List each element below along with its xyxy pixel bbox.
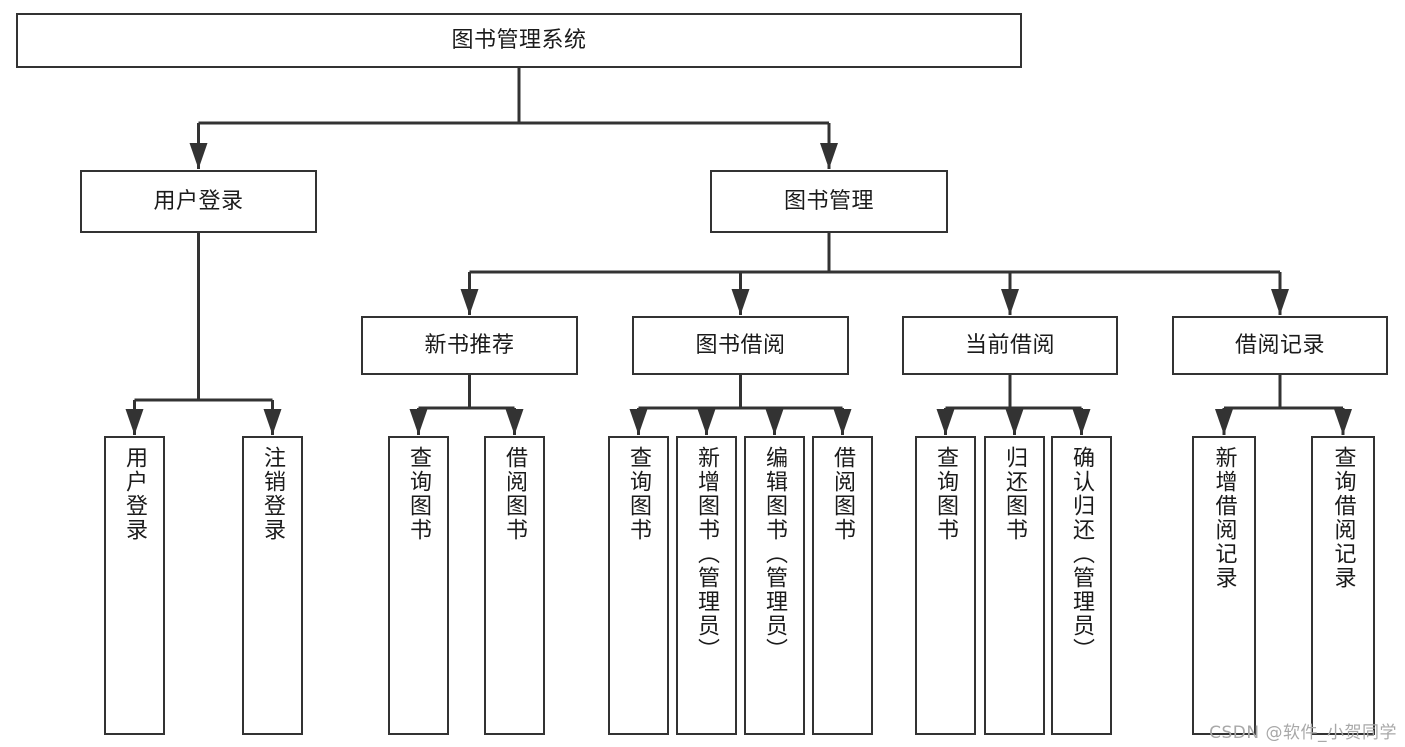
node-label-book-manage: 图书管理: [783, 188, 874, 214]
arrowhead-leaf-query-book-2: [629, 409, 648, 435]
node-leaf-query-book-2[interactable]: 查询图书: [608, 436, 669, 735]
node-label-current-borrow: 当前借阅: [964, 332, 1055, 358]
node-leaf-query-book-3[interactable]: 查询图书: [915, 436, 976, 735]
node-label-leaf-confirm-return: 确认归还（管理员）: [1069, 446, 1095, 662]
node-label-leaf-query-book-2: 查询图书: [626, 446, 652, 542]
arrowhead-user-login: [189, 143, 208, 169]
node-label-leaf-borrow-book-2: 借阅图书: [830, 446, 856, 542]
arrowhead-leaf-add-book: [697, 409, 716, 435]
node-label-book-borrow: 图书借阅: [695, 332, 786, 358]
arrowhead-leaf-edit-book: [765, 409, 784, 435]
arrowhead-book-manage: [820, 143, 838, 169]
node-leaf-logout[interactable]: 注销登录: [242, 436, 303, 735]
connector-group: [125, 68, 1352, 435]
node-borrow-record[interactable]: 借阅记录: [1172, 316, 1388, 375]
node-label-leaf-return-book: 归还图书: [1002, 446, 1028, 542]
node-root[interactable]: 图书管理系统: [16, 13, 1022, 68]
arrowhead-current-borrow: [1001, 289, 1019, 315]
node-user-login[interactable]: 用户登录: [80, 170, 317, 233]
arrowhead-leaf-confirm-return: [1072, 409, 1091, 435]
node-new-book-rec[interactable]: 新书推荐: [361, 316, 578, 375]
node-label-leaf-user-login: 用户登录: [122, 446, 148, 542]
node-label-leaf-query-book-1: 查询图书: [406, 446, 432, 542]
node-label-leaf-query-book-3: 查询图书: [933, 446, 959, 542]
arrowhead-leaf-borrow-book-2: [833, 409, 852, 435]
node-label-user-login: 用户登录: [153, 188, 244, 214]
node-label-leaf-add-book: 新增图书（管理员）: [694, 446, 720, 662]
node-leaf-borrow-book-1[interactable]: 借阅图书: [484, 436, 545, 735]
node-label-leaf-logout: 注销登录: [260, 446, 286, 542]
arrowhead-leaf-logout: [263, 409, 282, 435]
node-book-borrow[interactable]: 图书借阅: [632, 316, 849, 375]
node-leaf-query-record[interactable]: 查询借阅记录: [1311, 436, 1375, 735]
arrowhead-leaf-return-book: [1005, 409, 1024, 435]
node-leaf-confirm-return[interactable]: 确认归还（管理员）: [1051, 436, 1112, 735]
watermark-label: CSDN @软件_小贺同学: [1209, 723, 1397, 743]
node-label-leaf-borrow-book-1: 借阅图书: [502, 446, 528, 542]
node-leaf-edit-book[interactable]: 编辑图书（管理员）: [744, 436, 805, 735]
node-book-manage[interactable]: 图书管理: [710, 170, 948, 233]
node-label-new-book-rec: 新书推荐: [424, 332, 515, 358]
arrowhead-new-book-rec: [460, 289, 479, 315]
node-label-root: 图书管理系统: [451, 27, 587, 53]
arrowhead-leaf-query-book-1: [409, 409, 428, 435]
node-label-leaf-query-record: 查询借阅记录: [1330, 446, 1356, 590]
node-leaf-query-book-1[interactable]: 查询图书: [388, 436, 449, 735]
arrowhead-borrow-record: [1271, 289, 1289, 315]
arrowhead-leaf-borrow-book-1: [505, 409, 524, 435]
node-leaf-return-book[interactable]: 归还图书: [984, 436, 1045, 735]
node-leaf-user-login[interactable]: 用户登录: [104, 436, 165, 735]
arrowhead-leaf-user-login: [125, 409, 144, 435]
node-label-leaf-edit-book: 编辑图书（管理员）: [762, 446, 788, 662]
arrowhead-book-borrow: [731, 289, 750, 315]
arrowhead-leaf-query-book-3: [936, 409, 955, 435]
node-leaf-add-record[interactable]: 新增借阅记录: [1192, 436, 1256, 735]
node-current-borrow[interactable]: 当前借阅: [902, 316, 1118, 375]
node-leaf-borrow-book-2[interactable]: 借阅图书: [812, 436, 873, 735]
arrowhead-leaf-query-record: [1334, 409, 1352, 435]
node-label-leaf-add-record: 新增借阅记录: [1211, 446, 1237, 590]
node-label-borrow-record: 借阅记录: [1234, 332, 1325, 358]
arrowhead-leaf-add-record: [1215, 409, 1233, 435]
node-leaf-add-book[interactable]: 新增图书（管理员）: [676, 436, 737, 735]
